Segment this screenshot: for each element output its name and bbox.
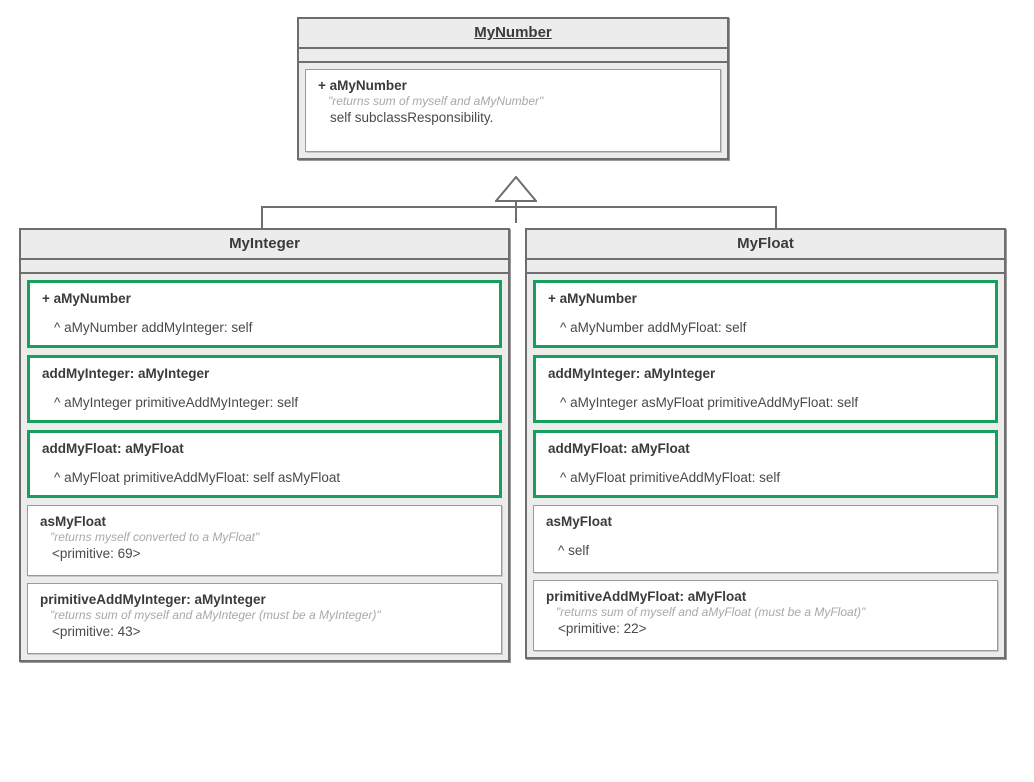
method-body: <primitive: 22> xyxy=(558,621,647,636)
method-body: ^ aMyInteger asMyFloat primitiveAddMyFlo… xyxy=(560,395,859,410)
class-methods-compartment-myinteger: + aMyNumber ^ aMyNumber addMyInteger: se… xyxy=(21,274,508,660)
method-comment: "returns sum of myself and aMyNumber" xyxy=(328,94,544,108)
method-body: self subclassResponsibility. xyxy=(330,110,494,125)
class-box-myfloat[interactable]: MyFloat + aMyNumber ^ aMyNumber addMyFlo… xyxy=(525,228,1006,659)
class-title-myinteger: MyInteger xyxy=(21,230,508,260)
generalization-branch-left xyxy=(261,206,263,228)
method-signature: primitiveAddMyFloat: aMyFloat xyxy=(546,589,747,604)
generalization-stem-line xyxy=(515,201,517,223)
method-body: ^ aMyNumber addMyFloat: self xyxy=(560,320,747,335)
class-box-mynumber[interactable]: MyNumber + aMyNumber "returns sum of mys… xyxy=(297,17,729,160)
generalization-bus-line xyxy=(261,206,777,208)
method-box[interactable]: + aMyNumber ^ aMyNumber addMyFloat: self xyxy=(533,280,998,348)
method-signature: + aMyNumber xyxy=(42,291,131,306)
method-box[interactable]: asMyFloat "returns myself converted to a… xyxy=(27,505,502,576)
method-signature: asMyFloat xyxy=(546,514,613,529)
generalization-branch-right xyxy=(775,206,777,228)
method-body: <primitive: 43> xyxy=(52,624,141,639)
method-comment: "returns myself converted to a MyFloat" xyxy=(50,530,260,544)
method-signature: addMyInteger: aMyInteger xyxy=(42,366,210,381)
class-methods-compartment-myfloat: + aMyNumber ^ aMyNumber addMyFloat: self… xyxy=(527,274,1004,657)
method-box[interactable]: addMyFloat: aMyFloat ^ aMyFloat primitiv… xyxy=(27,430,502,498)
method-body: ^ aMyFloat primitiveAddMyFloat: self xyxy=(560,470,781,485)
method-signature: primitiveAddMyInteger: aMyInteger xyxy=(40,592,266,607)
method-box[interactable]: + aMyNumber ^ aMyNumber addMyInteger: se… xyxy=(27,280,502,348)
method-box[interactable]: + aMyNumber "returns sum of myself and a… xyxy=(305,69,721,152)
method-box[interactable]: primitiveAddMyFloat: aMyFloat "returns s… xyxy=(533,580,998,651)
method-signature: + aMyNumber xyxy=(548,291,637,306)
class-attributes-compartment-mynumber xyxy=(299,49,727,63)
method-signature: addMyFloat: aMyFloat xyxy=(548,441,690,456)
method-body: ^ aMyNumber addMyInteger: self xyxy=(54,320,253,335)
class-title-myfloat: MyFloat xyxy=(527,230,1004,260)
method-comment: "returns sum of myself and aMyInteger (m… xyxy=(50,608,381,622)
method-body: <primitive: 69> xyxy=(52,546,141,561)
method-signature: addMyFloat: aMyFloat xyxy=(42,441,184,456)
method-box[interactable]: addMyFloat: aMyFloat ^ aMyFloat primitiv… xyxy=(533,430,998,498)
method-box[interactable]: primitiveAddMyInteger: aMyInteger "retur… xyxy=(27,583,502,654)
method-box[interactable]: addMyInteger: aMyInteger ^ aMyInteger as… xyxy=(533,355,998,423)
method-comment: "returns sum of myself and aMyFloat (mus… xyxy=(556,605,866,619)
method-body: ^ aMyInteger primitiveAddMyInteger: self xyxy=(54,395,299,410)
method-body: ^ aMyFloat primitiveAddMyFloat: self asM… xyxy=(54,470,341,485)
method-box[interactable]: asMyFloat ^ self xyxy=(533,505,998,573)
class-attributes-compartment-myinteger xyxy=(21,260,508,274)
class-box-myinteger[interactable]: MyInteger + aMyNumber ^ aMyNumber addMyI… xyxy=(19,228,510,662)
method-signature: addMyInteger: aMyInteger xyxy=(548,366,716,381)
class-title-mynumber: MyNumber xyxy=(299,19,727,49)
class-attributes-compartment-myfloat xyxy=(527,260,1004,274)
method-signature: asMyFloat xyxy=(40,514,107,529)
class-methods-compartment-mynumber: + aMyNumber "returns sum of myself and a… xyxy=(299,63,727,158)
method-box[interactable]: addMyInteger: aMyInteger ^ aMyInteger pr… xyxy=(27,355,502,423)
method-body: ^ self xyxy=(558,543,590,558)
method-signature: + aMyNumber xyxy=(318,78,407,93)
